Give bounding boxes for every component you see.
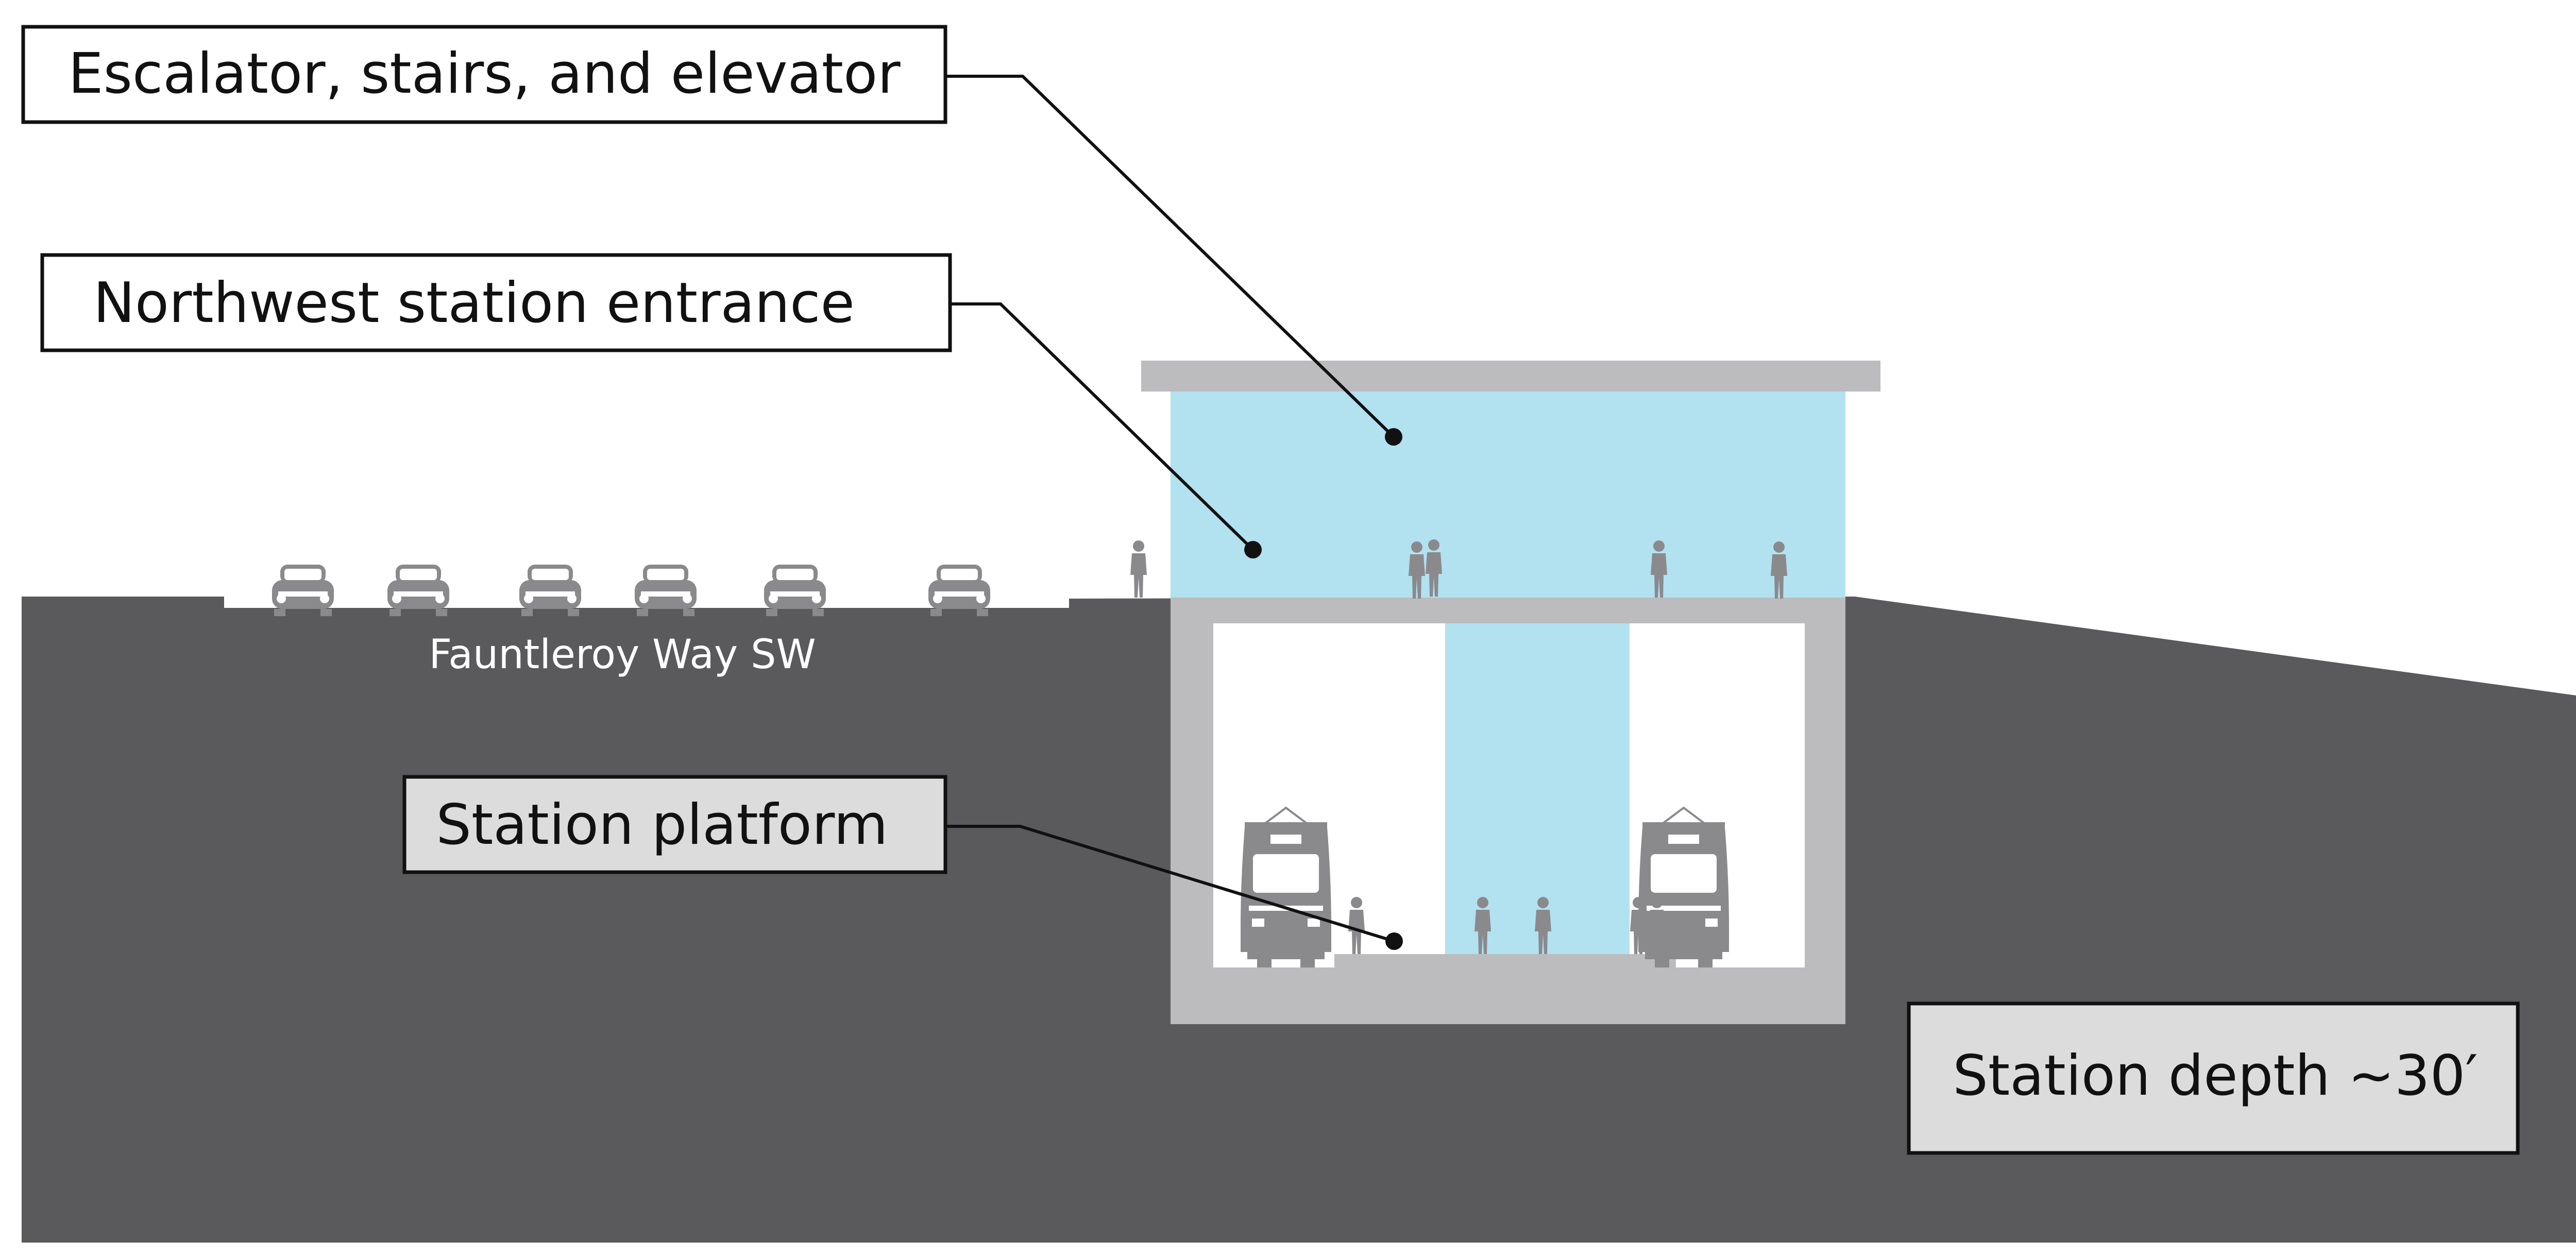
car-6 (928, 565, 990, 616)
callout-escalator-dot (1385, 428, 1402, 446)
callout-platform-label: Station platform (436, 793, 888, 857)
callout-platform-leader (945, 825, 1395, 943)
callout-platform: Station platform (402, 775, 1403, 950)
station-entrance-glass (1171, 387, 1845, 600)
callout-entrance-box (40, 253, 952, 352)
callout-entrance-leader (950, 302, 1255, 551)
car-4 (635, 565, 697, 616)
callout-escalator-leader (945, 75, 1395, 438)
street-pedestrian (1130, 540, 1147, 598)
street-label: Fauntleroy Way SW (429, 632, 816, 678)
callout-platform-box (402, 775, 947, 874)
car-5 (764, 565, 826, 616)
callout-entrance-dot (1244, 541, 1262, 558)
callout-entrance: Northwest station entrance (40, 253, 1262, 558)
station-platform-slab (1334, 954, 1676, 973)
car-1 (272, 565, 334, 616)
car-3 (519, 565, 581, 616)
callout-escalator-label: Escalator, stairs, and elevator (68, 42, 901, 106)
train-left (1240, 807, 1332, 969)
callout-escalator: Escalator, stairs, and elevator (21, 25, 1402, 446)
callout-depth-box (1907, 1001, 2520, 1155)
callout-depth-label: Station depth ~30′ (1953, 1044, 2478, 1108)
train-right (1637, 807, 1730, 969)
callout-platform-dot (1385, 932, 1403, 950)
callout-escalator-box (21, 25, 947, 124)
callout-entrance-label: Northwest station entrance (93, 271, 855, 335)
station-entrance-roof (1141, 361, 1880, 392)
car-2 (387, 565, 449, 616)
station-vertical-circulation-glass (1445, 623, 1630, 954)
callout-depth: Station depth ~30′ (1907, 1001, 2520, 1155)
